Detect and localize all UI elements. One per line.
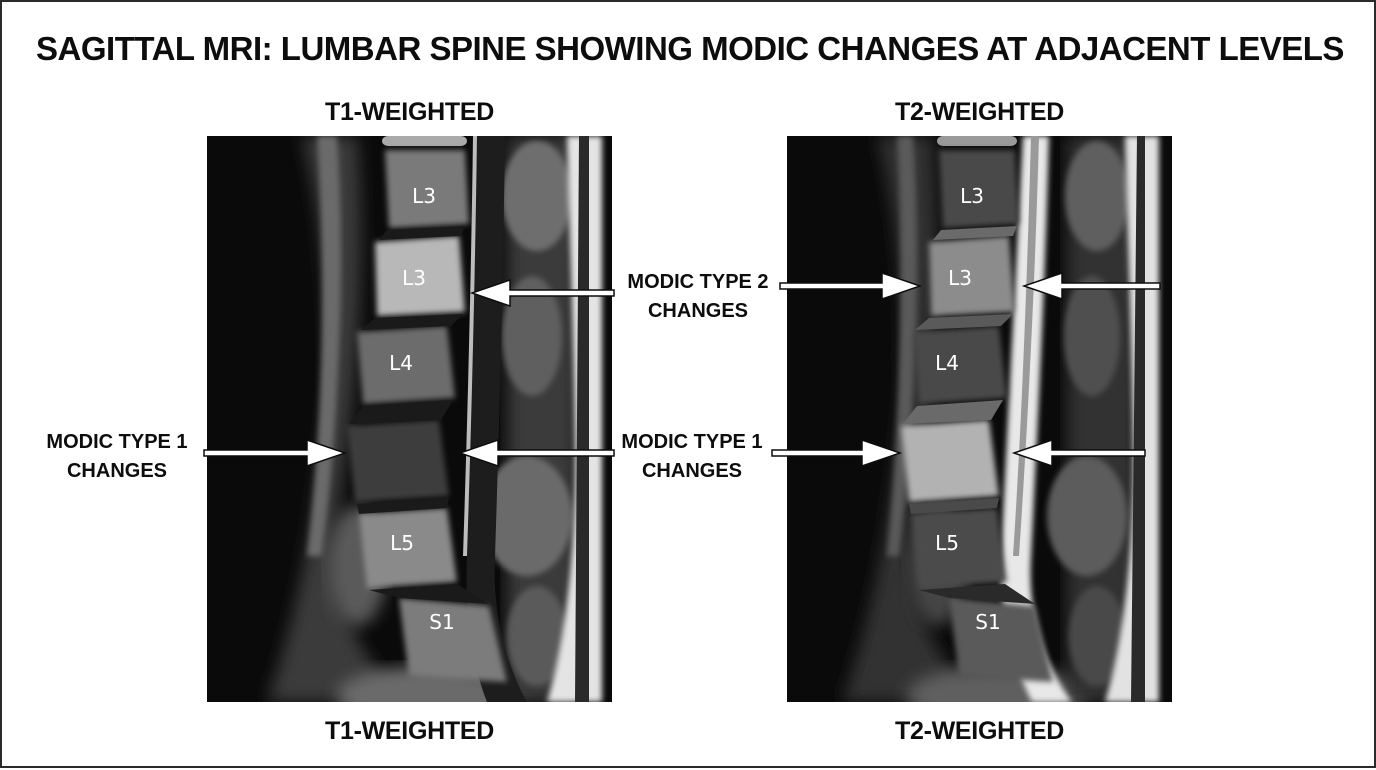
t1-vertebra-label: L5 [390, 531, 414, 555]
t1-mri-image: L3 L3 L4 L5 S1 [207, 136, 612, 702]
t1-anatomy-drawing [207, 136, 612, 702]
t2-anatomy-drawing [787, 136, 1172, 702]
figure-title: SAGITTAL MRI: LUMBAR SPINE SHOWING MODIC… [36, 30, 1344, 67]
t1-vertebra-label: L3 [402, 266, 426, 290]
arrow-type1-to-t2-canal [1011, 438, 1146, 468]
t1-top-label: T1-WEIGHTED [325, 98, 494, 126]
t1-vertebra-label: L4 [389, 351, 413, 375]
annotation-modic-type2: MODIC TYPE 2 CHANGES [627, 271, 769, 322]
t2-top-label: T2-WEIGHTED [895, 98, 1064, 126]
annotation-middle-modic-type1: MODIC TYPE 1 CHANGES [621, 431, 763, 482]
t1-bottom-label: T1-WEIGHTED [325, 717, 494, 745]
arrow-type2-to-t2-canal [1021, 271, 1161, 301]
annotation-left-modic-type1: MODIC TYPE 1 CHANGES [46, 431, 188, 482]
t2-bottom-label: T2-WEIGHTED [895, 717, 1064, 745]
t2-vertebra-label: L3 [948, 266, 972, 290]
t2-mri-image: L3 L3 L4 L5 S1 [787, 136, 1172, 702]
arrow-type1-to-t2-vertebra [771, 438, 903, 468]
t2-vertebra-label: L5 [935, 531, 959, 555]
arrow-type1-to-t1 [457, 438, 615, 468]
arrow-left-type1-to-t1 [203, 438, 348, 468]
arrow-type2-to-t2-vertebra [779, 271, 923, 301]
t1-vertebra-label: L3 [412, 184, 436, 208]
t2-vertebra-label: L4 [935, 351, 959, 375]
t2-vertebra-label: S1 [975, 610, 1001, 634]
t1-vertebra-label: S1 [429, 610, 455, 634]
arrow-type2-to-t1 [469, 278, 615, 308]
t2-vertebra-label: L3 [960, 184, 984, 208]
